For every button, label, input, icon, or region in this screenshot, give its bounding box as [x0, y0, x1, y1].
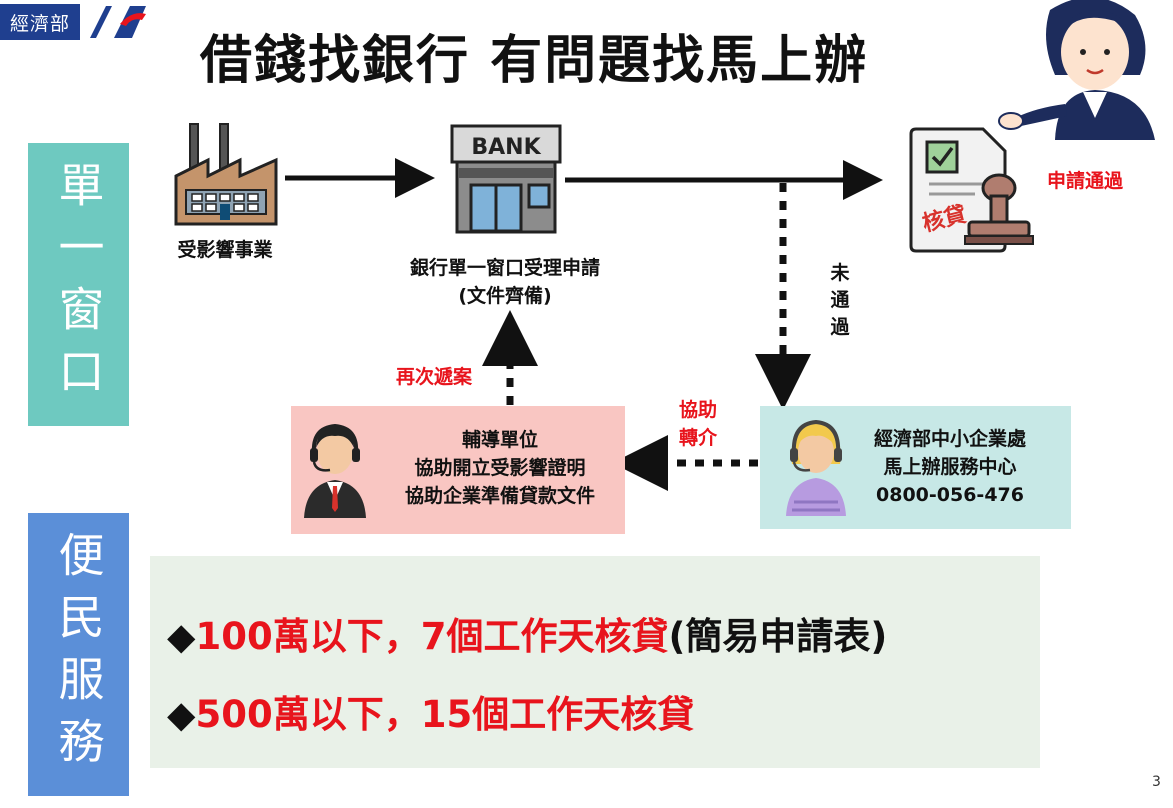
female-agent-icon [786, 419, 846, 516]
service-panel [150, 556, 1040, 768]
ministry-logo: 經濟部 [0, 0, 150, 42]
sme-service-center-text: 經濟部中小企業處 馬上辦服務中心 0800-056-476 [840, 425, 1060, 509]
counseling-unit-line2: 協助開立受影響證明 [414, 457, 586, 479]
bank-window-label: 銀行單一窗口受理申請 (文件齊備) [375, 254, 635, 310]
service-highlight: 100萬以下，7個工作天核貸 [195, 615, 669, 658]
male-agent-icon [304, 423, 366, 518]
sme-agency-name: 經濟部中小企業處 [873, 428, 1026, 450]
referral-label-line1: 協助 [678, 399, 717, 421]
service-center-name: 馬上辦服務中心 [883, 456, 1017, 478]
service-item: ◆100萬以下，7個工作天核貸(簡易申請表) [167, 606, 887, 660]
resubmit-label: 再次遞案 [395, 366, 472, 388]
referral-label: 協助 轉介 [663, 396, 733, 452]
page-title: 借錢找銀行 有問題找馬上辦 [200, 31, 869, 91]
citizen-service-label: 便民服務 [28, 513, 129, 796]
service-phone-number: 0800-056-476 [876, 484, 1024, 506]
affected-business-label: 受影響事業 [177, 239, 273, 261]
service-highlight: 500萬以下，15個工作天核貸 [195, 693, 695, 736]
approval-document-icon: 核貸 [909, 127, 1034, 253]
counseling-unit-text: 輔導單位 協助開立受影響證明 協助企業準備貸款文件 [360, 426, 640, 510]
page-number: 3 [1152, 774, 1161, 790]
counseling-unit-line3: 協助企業準備貸款文件 [404, 485, 595, 507]
bullet-icon: ◆ [167, 615, 196, 658]
logo-text: 經濟部 [0, 4, 80, 40]
single-window-label: 單一窗口 [28, 143, 129, 426]
bank-icon: BANK [450, 124, 562, 234]
factory-icon [174, 123, 278, 226]
stamp-icon [964, 173, 1034, 245]
bank-label-line1: 銀行單一窗口受理申請 [409, 257, 600, 279]
bank-label-line2: (文件齊備) [458, 285, 552, 307]
presenter-woman-icon [998, 0, 1155, 140]
service-item: ◆500萬以下，15個工作天核貸 [167, 684, 694, 738]
bullet-icon: ◆ [167, 693, 196, 736]
application-approved-label: 申請通過 [1046, 170, 1123, 192]
service-suffix: (簡易申請表) [668, 615, 888, 658]
counseling-unit-title: 輔導單位 [461, 429, 538, 451]
logo-icon [90, 6, 146, 38]
referral-label-line2: 轉介 [678, 427, 717, 449]
bank-sign: BANK [471, 135, 541, 160]
not-passed-label: 未通過 [830, 262, 850, 338]
